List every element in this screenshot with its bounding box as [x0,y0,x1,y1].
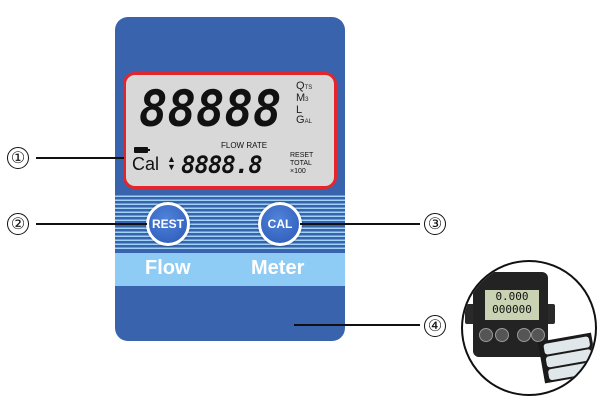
meter-photo-body: 0.000 000000 [473,272,548,357]
multiplier-label: ×100 [290,168,306,175]
callout-3-line [300,223,420,225]
cal-button[interactable]: CAL [258,202,302,246]
lcd-display: 88888 QTS M3 L GAL FLOW RATE Cal ▲▼ 8888… [123,72,337,189]
flow-rate-label: FLOW RATE [221,141,268,150]
unit-gal: GAL [296,114,312,126]
rest-button[interactable]: REST [146,202,190,246]
unit-labels: QTS M3 L GAL [296,81,312,127]
total-labels: RESET TOTAL ×100 [290,152,313,176]
callout-1: ① [7,147,29,169]
pipe-right [545,304,555,324]
meter-photo-lcd: 0.000 000000 [485,290,539,320]
meter-label: Meter [251,257,305,279]
total-label: TOTAL [290,160,312,167]
callout-3: ③ [424,213,446,235]
unit-l: L [296,104,303,116]
unit-m3: M3 [296,92,309,104]
flow-label: Flow [145,257,191,279]
callout-4: ④ [424,315,446,337]
knob-icon [495,328,509,342]
knob-icon [517,328,531,342]
up-down-arrow-icon: ▲▼ [167,154,176,172]
unit-qts: QTS [296,80,313,92]
main-digits: 88888 [138,80,282,138]
battery-icon [134,147,150,153]
knob-icon [531,328,545,342]
flow-meter-device: 88888 QTS M3 L GAL FLOW RATE Cal ▲▼ 8888… [115,17,345,341]
battery-pack [537,332,595,384]
reset-label: RESET [290,152,314,159]
knob-icon [479,328,493,342]
pipe-left [465,304,475,324]
inset-photo-battery: 0.000 000000 [461,260,597,396]
label-band: Flow Meter [115,253,345,286]
cal-indicator: Cal [132,154,160,174]
callout-4-line [294,324,420,326]
callout-2: ② [7,213,29,235]
callout-1-line [36,157,124,159]
sub-digits: 8888.8 [181,151,263,179]
callout-2-line [36,223,147,225]
